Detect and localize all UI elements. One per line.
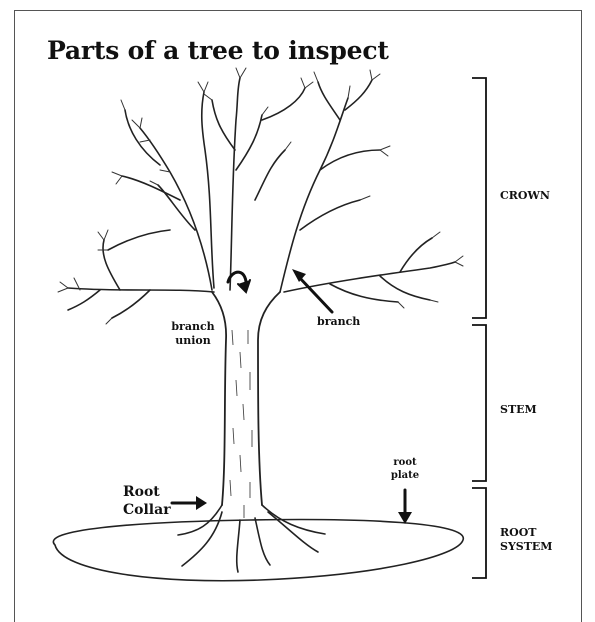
root-system-label-line1: ROOT bbox=[500, 526, 537, 539]
tree-twigs bbox=[58, 68, 463, 324]
branch-union-label-line1: branch bbox=[171, 320, 214, 333]
crown-bracket bbox=[472, 78, 486, 318]
root-plate-label-line1: root bbox=[393, 457, 417, 468]
root-plate-label-line2: plate bbox=[391, 470, 419, 481]
root-system-label-line2: SYSTEM bbox=[500, 540, 553, 553]
branch-label: branch bbox=[317, 315, 360, 328]
tree-trunk bbox=[212, 292, 280, 505]
branch-union-label-line2: union bbox=[175, 334, 211, 347]
root-collar-arrow bbox=[172, 496, 207, 510]
stem-bracket bbox=[472, 325, 486, 481]
branch-union-arrow bbox=[228, 272, 250, 292]
branch-arrow bbox=[292, 269, 332, 312]
root-system-bracket bbox=[472, 488, 486, 578]
ground-ellipse bbox=[53, 520, 463, 581]
root-collar-label-line1: Root bbox=[123, 484, 160, 500]
root-collar-label-line2: Collar bbox=[123, 502, 171, 518]
crown-label: CROWN bbox=[500, 189, 550, 202]
stem-label: STEM bbox=[500, 403, 537, 416]
trunk-bark-texture bbox=[230, 330, 252, 518]
tree-roots bbox=[178, 505, 325, 572]
root-plate-arrow bbox=[398, 490, 412, 524]
tree-crown-branches bbox=[68, 78, 455, 318]
